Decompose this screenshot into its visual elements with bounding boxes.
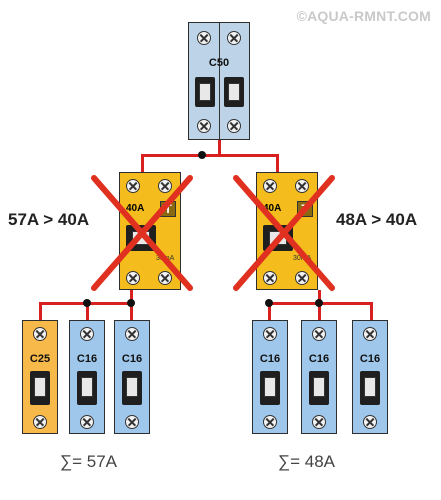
overload-label-right: 48A > 40A: [336, 210, 418, 229]
wire: [218, 140, 221, 156]
screw-icon: [363, 415, 377, 429]
screw-icon: [126, 179, 140, 193]
sum-left: ∑= 57A: [60, 452, 118, 471]
screw-icon: [295, 179, 309, 193]
screw-icon: [80, 415, 94, 429]
rcd-rating: 40A: [263, 203, 282, 214]
screw-icon: [312, 327, 326, 341]
junction-dot: [127, 299, 135, 307]
wire: [141, 154, 144, 172]
screw-icon: [33, 415, 47, 429]
breaker-right-1: C16: [252, 320, 288, 434]
lever: [228, 83, 240, 101]
breaker-right-3: C16: [352, 320, 388, 434]
breaker-left-2: C16: [69, 320, 105, 434]
wire: [318, 290, 321, 304]
screw-icon: [33, 327, 47, 341]
wire: [39, 302, 42, 320]
breaker-right-2: C16: [301, 320, 337, 434]
screw-icon: [263, 271, 277, 285]
screw-icon: [125, 415, 139, 429]
wire: [370, 302, 373, 320]
wire: [276, 154, 279, 172]
lever: [364, 377, 376, 397]
main-breaker-label: C50: [208, 57, 230, 69]
screw-icon: [263, 327, 277, 341]
lever: [313, 377, 325, 397]
junction-dot: [265, 299, 273, 307]
breaker-label: C16: [121, 353, 143, 365]
wire: [141, 154, 278, 157]
screw-icon: [227, 119, 241, 133]
wire: [86, 302, 89, 320]
breaker-label: C16: [308, 353, 330, 365]
screw-icon: [197, 31, 211, 45]
screw-icon: [125, 327, 139, 341]
wire: [130, 290, 133, 304]
screw-icon: [197, 119, 211, 133]
screw-icon: [295, 271, 309, 285]
screw-icon: [263, 415, 277, 429]
rcd-sub-label: 30mA: [293, 255, 312, 262]
screw-icon: [312, 415, 326, 429]
breaker-left-3: C16: [114, 320, 150, 434]
watermark: ©AQUA-RMNT.COM: [296, 8, 431, 24]
screw-icon: [263, 179, 277, 193]
main-breaker-divider: [219, 23, 220, 139]
breaker-label: C16: [76, 353, 98, 365]
junction-dot: [315, 299, 323, 307]
breaker-label: C16: [259, 353, 281, 365]
lever: [126, 377, 138, 397]
lever: [81, 377, 93, 397]
sum-right: ∑= 48A: [278, 452, 336, 471]
screw-icon: [158, 179, 172, 193]
screw-icon: [80, 327, 94, 341]
breaker-label: C25: [29, 353, 51, 365]
cross-icon: [91, 175, 193, 291]
screw-icon: [363, 327, 377, 341]
junction-dot: [83, 299, 91, 307]
wire: [268, 302, 271, 320]
screw-icon: [158, 271, 172, 285]
breaker-left-1: C25: [22, 320, 58, 434]
junction-dot: [198, 151, 206, 159]
lever: [264, 377, 276, 397]
screw-icon: [126, 271, 140, 285]
wire: [130, 302, 133, 320]
breaker-label: C16: [359, 353, 381, 365]
rcd-rating: 40A: [126, 203, 145, 214]
main-breaker: C50: [188, 22, 250, 140]
wire: [318, 302, 321, 320]
lever: [199, 83, 211, 101]
lever: [34, 377, 46, 397]
overload-label-left: 57A > 40A: [8, 210, 90, 229]
screw-icon: [227, 31, 241, 45]
cross-icon: [233, 175, 335, 291]
